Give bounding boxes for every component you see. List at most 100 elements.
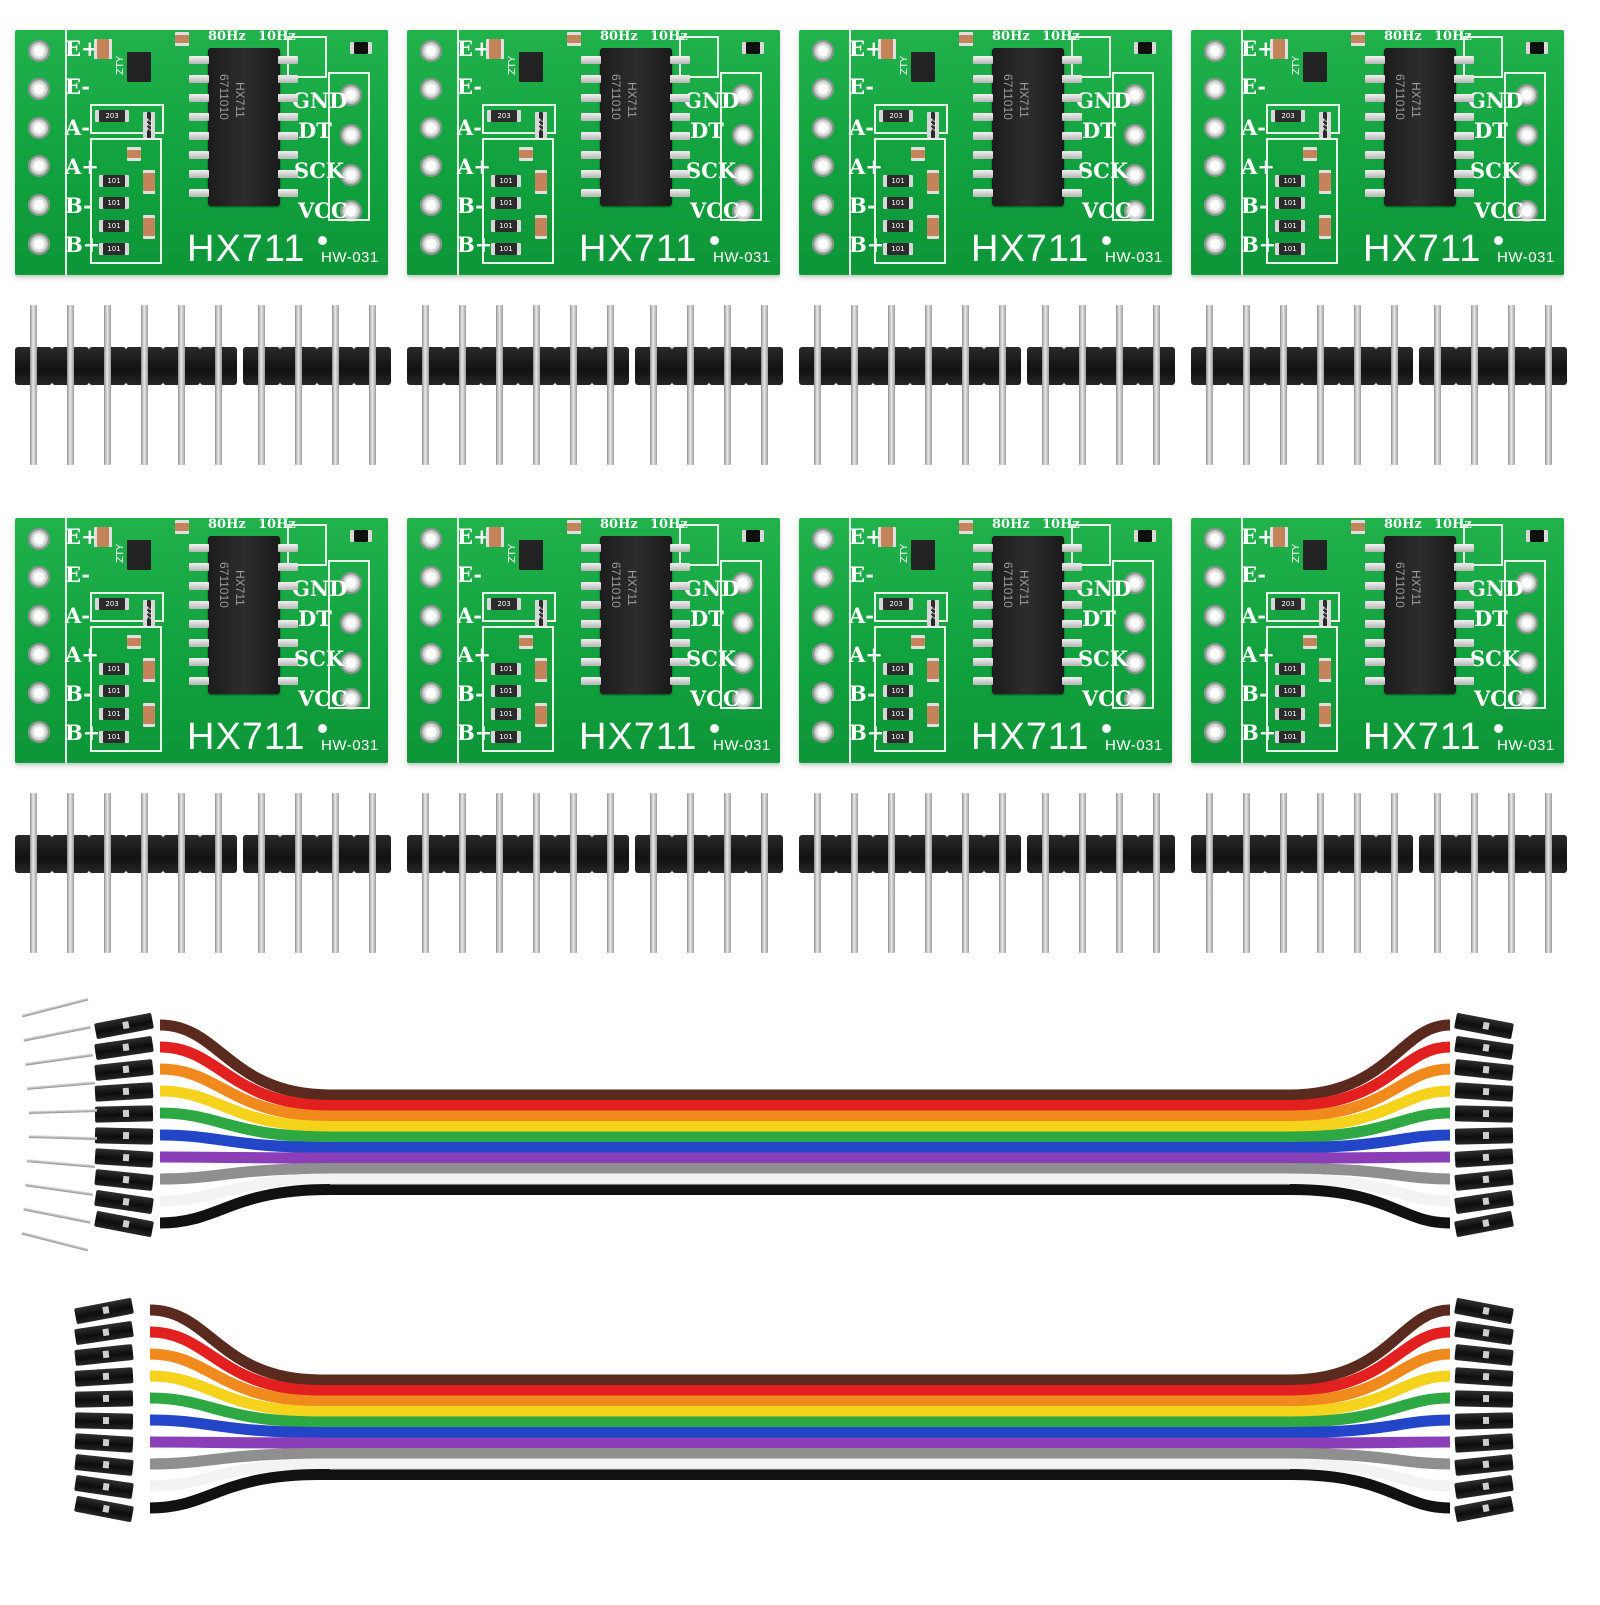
chip-leg	[1365, 132, 1385, 140]
chip-leg	[670, 94, 690, 102]
pin-label-sck: SCK	[1470, 158, 1521, 183]
dupont-connector	[74, 1412, 134, 1430]
chip-leg	[1454, 658, 1474, 666]
resistor-code: 101	[1283, 710, 1297, 718]
header-pin	[1391, 793, 1398, 953]
trace-outline	[482, 592, 556, 622]
capacitor	[535, 170, 547, 194]
capacitor	[927, 703, 939, 727]
header-pin	[761, 305, 768, 465]
pin-header-4	[1027, 793, 1175, 953]
capacitor	[878, 527, 896, 547]
solder-pad	[1124, 688, 1146, 710]
resistor: 101	[99, 685, 129, 697]
silk-mark-text: ZTY	[899, 55, 911, 76]
wire	[149, 1436, 1451, 1449]
chip-leg	[1062, 170, 1082, 178]
chip-leg	[189, 601, 209, 609]
transistor	[127, 52, 151, 82]
resistor-code: 101	[499, 733, 513, 741]
chip-name-text: HX711	[1017, 82, 1031, 118]
capacitor	[1270, 527, 1288, 547]
silk-mark-text: ZTY	[1291, 543, 1303, 564]
chip-leg	[278, 132, 298, 140]
pin-label-bminus: B-	[849, 681, 876, 706]
pin-label-gnd: GND	[1076, 576, 1132, 601]
chip-leg	[1365, 151, 1385, 159]
pin-label-gnd: GND	[684, 576, 740, 601]
pin-header-4	[243, 305, 391, 465]
header-pin	[1153, 793, 1160, 953]
chip-leg	[581, 639, 601, 647]
header-pin	[1317, 305, 1324, 465]
resistor-code: 203	[497, 112, 511, 120]
chip-leg	[1365, 563, 1385, 571]
pin-label-bminus: B-	[849, 193, 876, 218]
header-pin	[724, 305, 731, 465]
solder-pad	[1516, 164, 1538, 186]
solder-pad	[340, 124, 362, 146]
chip-leg	[1454, 563, 1474, 571]
resistor: 101	[491, 175, 521, 187]
header-pin	[258, 305, 265, 465]
silk-mark-text: ZTY	[507, 543, 519, 564]
pin-label-sck: SCK	[294, 646, 345, 671]
solder-pad	[28, 605, 50, 627]
solder-pad	[420, 233, 442, 255]
chip-leg	[189, 189, 209, 197]
solder-pad	[1124, 124, 1146, 146]
solder-pad	[1204, 155, 1226, 177]
chip-leg	[973, 544, 993, 552]
pin-header-6	[407, 305, 629, 465]
chip-leg	[1062, 582, 1082, 590]
chip-leg	[1062, 151, 1082, 159]
board-title: HX711	[1363, 716, 1482, 758]
chip-leg	[670, 170, 690, 178]
chip-leg	[670, 601, 690, 609]
resistor-code: 222	[145, 606, 153, 620]
solder-pad	[732, 652, 754, 674]
chip-code-text: 6711010	[609, 562, 623, 608]
chip-leg	[189, 113, 209, 121]
chip-leg	[1365, 658, 1385, 666]
silk-mark-text: ZTY	[115, 55, 127, 76]
chip-leg	[278, 582, 298, 590]
resistor-code: 101	[1283, 687, 1297, 695]
resistor-code: 222	[537, 606, 545, 620]
pin-label-dt: DT	[1082, 118, 1116, 143]
solder-pad	[812, 233, 834, 255]
pin-label-gnd: GND	[1468, 576, 1524, 601]
pin-label-eplus: E+	[65, 36, 99, 61]
solder-pad	[1124, 572, 1146, 594]
header-pin	[814, 793, 821, 953]
chip-leg	[1454, 56, 1474, 64]
solder-pad	[28, 40, 50, 62]
chip-leg	[973, 151, 993, 159]
board-edge	[15, 518, 67, 763]
led	[742, 42, 764, 54]
capacitor	[878, 39, 896, 59]
resistor: 222	[535, 112, 547, 138]
chip-leg	[973, 189, 993, 197]
resistor: 101	[1275, 220, 1305, 232]
solder-pad	[420, 566, 442, 588]
header-pin	[369, 793, 376, 953]
led	[1134, 530, 1156, 542]
solder-pad	[340, 200, 362, 222]
pin-label-sck: SCK	[1078, 158, 1129, 183]
board-edge	[799, 30, 851, 275]
resistor-code: 101	[1283, 245, 1297, 253]
trace-outline	[1504, 72, 1546, 221]
header-pin	[496, 305, 503, 465]
chip-name-text: HX711	[625, 82, 639, 118]
mount-hole	[710, 236, 719, 245]
mount-hole	[1494, 236, 1503, 245]
solder-pad	[28, 233, 50, 255]
chip-leg	[1365, 601, 1385, 609]
board-title: HX711	[971, 228, 1090, 270]
wire	[159, 1107, 1451, 1143]
trace-outline	[1112, 560, 1154, 709]
header-pin	[1545, 305, 1552, 465]
chip-leg	[278, 544, 298, 552]
